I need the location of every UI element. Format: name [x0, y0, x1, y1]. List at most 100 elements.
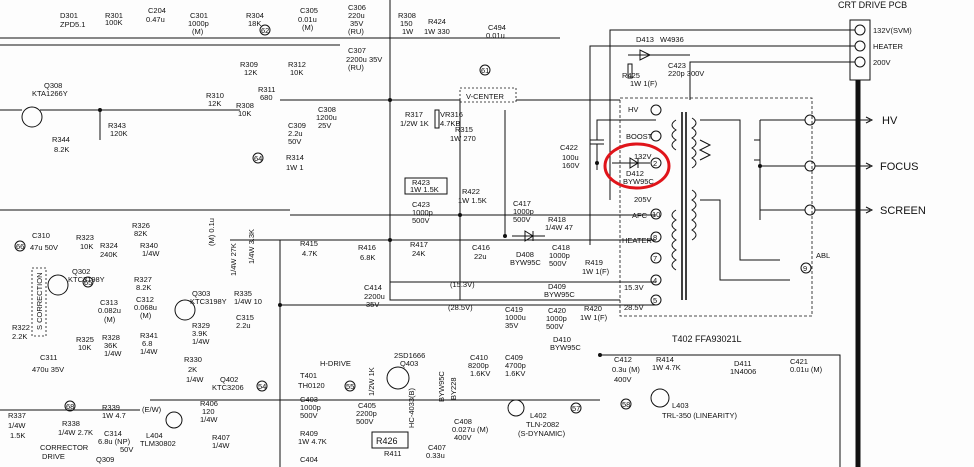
c420-value: 1000p	[546, 314, 567, 323]
r327-value: 8.2K	[136, 283, 151, 292]
r330-value: 2K	[188, 365, 197, 374]
c403-value2: 500V	[300, 411, 318, 420]
ref-64	[252, 152, 264, 164]
c419-value2: 35V	[505, 321, 518, 330]
ref-65	[82, 276, 94, 288]
r406-ref: R406	[200, 399, 218, 408]
r308b-value: 10K	[238, 109, 251, 118]
c315-value: 2.2u	[236, 321, 251, 330]
c308-value: 1200u	[316, 113, 337, 122]
bottom-bus	[0, 354, 841, 467]
c308-ref: C308	[318, 105, 336, 114]
fbt-coil-primary	[671, 209, 677, 271]
fbt-core	[671, 112, 790, 300]
c314-value: 6.8u (NP)	[98, 437, 131, 446]
c423-value: 220p 300V	[668, 69, 704, 78]
c494-ref: C494	[488, 23, 506, 32]
ref-66-text: 66	[16, 242, 24, 251]
d409-value: BYW95C	[544, 290, 575, 299]
c204-value: 0.47u	[146, 15, 165, 24]
s-correction-box	[31, 267, 47, 337]
r341-value: 6.8	[142, 339, 152, 348]
fbt-coil-boost	[671, 119, 677, 151]
corrector-label: CORRECTOR	[40, 443, 89, 452]
r337-ref: R337	[8, 411, 26, 420]
r328-wattage: 1/4W	[104, 349, 122, 358]
ref-68-text: 68	[66, 402, 74, 411]
r420-value: 1W 1(F)	[580, 313, 608, 322]
l402-marker: (S-DYNAMIC)	[518, 429, 566, 438]
c301-value: 1000p	[188, 19, 209, 28]
q403-type: 2SD1666	[394, 351, 425, 360]
r409-value: 1W 4.7K	[298, 437, 327, 446]
c416-value: 22u	[474, 252, 487, 261]
q308-value: KTA1266Y	[32, 89, 68, 98]
d411-ref: D411	[734, 359, 751, 368]
q308-ref: Q308	[44, 81, 62, 90]
c422-value: 100u	[562, 153, 579, 162]
fbt-inner-2	[700, 199, 790, 281]
fbt-pin-num-8: 8	[653, 233, 657, 242]
c306-marker: (RU)	[348, 27, 364, 36]
q308-symbol	[21, 106, 43, 128]
r315-value: 1W 270	[450, 134, 476, 143]
r309-value: 12K	[244, 68, 257, 77]
c313-marker: (M)	[104, 315, 116, 324]
r311-ref: R311	[258, 85, 275, 94]
ref-57	[570, 402, 582, 414]
c307-value: 2200u 35V	[346, 55, 382, 64]
r417-ref: R417	[410, 240, 428, 249]
fbt-zigzag	[698, 139, 712, 161]
r325-ref: R325	[76, 335, 94, 344]
r414-ref: R414	[656, 355, 674, 364]
r324-value: 240K	[100, 250, 118, 259]
r425-symbol	[627, 63, 633, 79]
d403-value: HC-4033(B)	[407, 387, 416, 428]
connector-pin-3	[854, 56, 866, 68]
r411-ref: R411	[384, 449, 401, 458]
r329-value: 3.9K	[192, 329, 207, 338]
r301-value: 100K	[105, 18, 123, 27]
c312-value: 0.068u	[134, 303, 157, 312]
screen-label: SCREEN	[880, 205, 926, 217]
r326-value: 82K	[134, 229, 147, 238]
connector-body	[849, 19, 871, 81]
c414-value: 2200u	[364, 292, 385, 301]
c405-value: 2200p	[356, 409, 377, 418]
d408-ref: D408	[516, 250, 534, 259]
q303-symbol	[174, 299, 196, 321]
v-center-label: V-CENTER	[466, 92, 505, 101]
h-drive-label: H-DRIVE	[320, 359, 351, 368]
c409-ref: C409	[505, 353, 523, 362]
r310-ref: R310	[206, 91, 224, 100]
c417-value: 1000p	[513, 207, 534, 216]
r343-value: 120K	[110, 129, 128, 138]
connector-pin-2-label: HEATER	[873, 42, 903, 51]
c417-value2: 500V	[513, 215, 531, 224]
vr316-value: 4.7KB	[440, 119, 460, 128]
fbt-pin-afc	[650, 208, 662, 220]
c410-ref: C410	[470, 353, 488, 362]
focus-label: FOCUS	[880, 161, 919, 173]
fbt-coil-hv	[691, 117, 697, 169]
r343-ref: R343	[108, 121, 126, 130]
c420-ref: C420	[548, 306, 566, 315]
fbt-inner-1	[700, 119, 780, 261]
connector-pin-2	[854, 40, 866, 52]
r323-value: 10K	[80, 242, 93, 251]
fbt-focus-divider	[754, 120, 761, 220]
r424-ref: R424	[428, 17, 446, 26]
r423-ref: R423	[412, 178, 430, 187]
q403-symbol	[386, 366, 410, 390]
r417-value: 24K	[412, 249, 425, 258]
r329-ref: R329	[192, 321, 210, 330]
c305-ref: C305	[300, 6, 318, 15]
fbt-pin-heater	[650, 231, 662, 243]
r416-value: 6.8K	[360, 253, 375, 262]
screen-line	[760, 206, 874, 214]
r308-value: 150	[400, 19, 413, 28]
r406-wattage: 1/4W	[200, 415, 218, 424]
c404-ref: C404	[300, 455, 318, 464]
ref-68	[64, 400, 76, 412]
c305-marker: (M)	[302, 23, 314, 32]
